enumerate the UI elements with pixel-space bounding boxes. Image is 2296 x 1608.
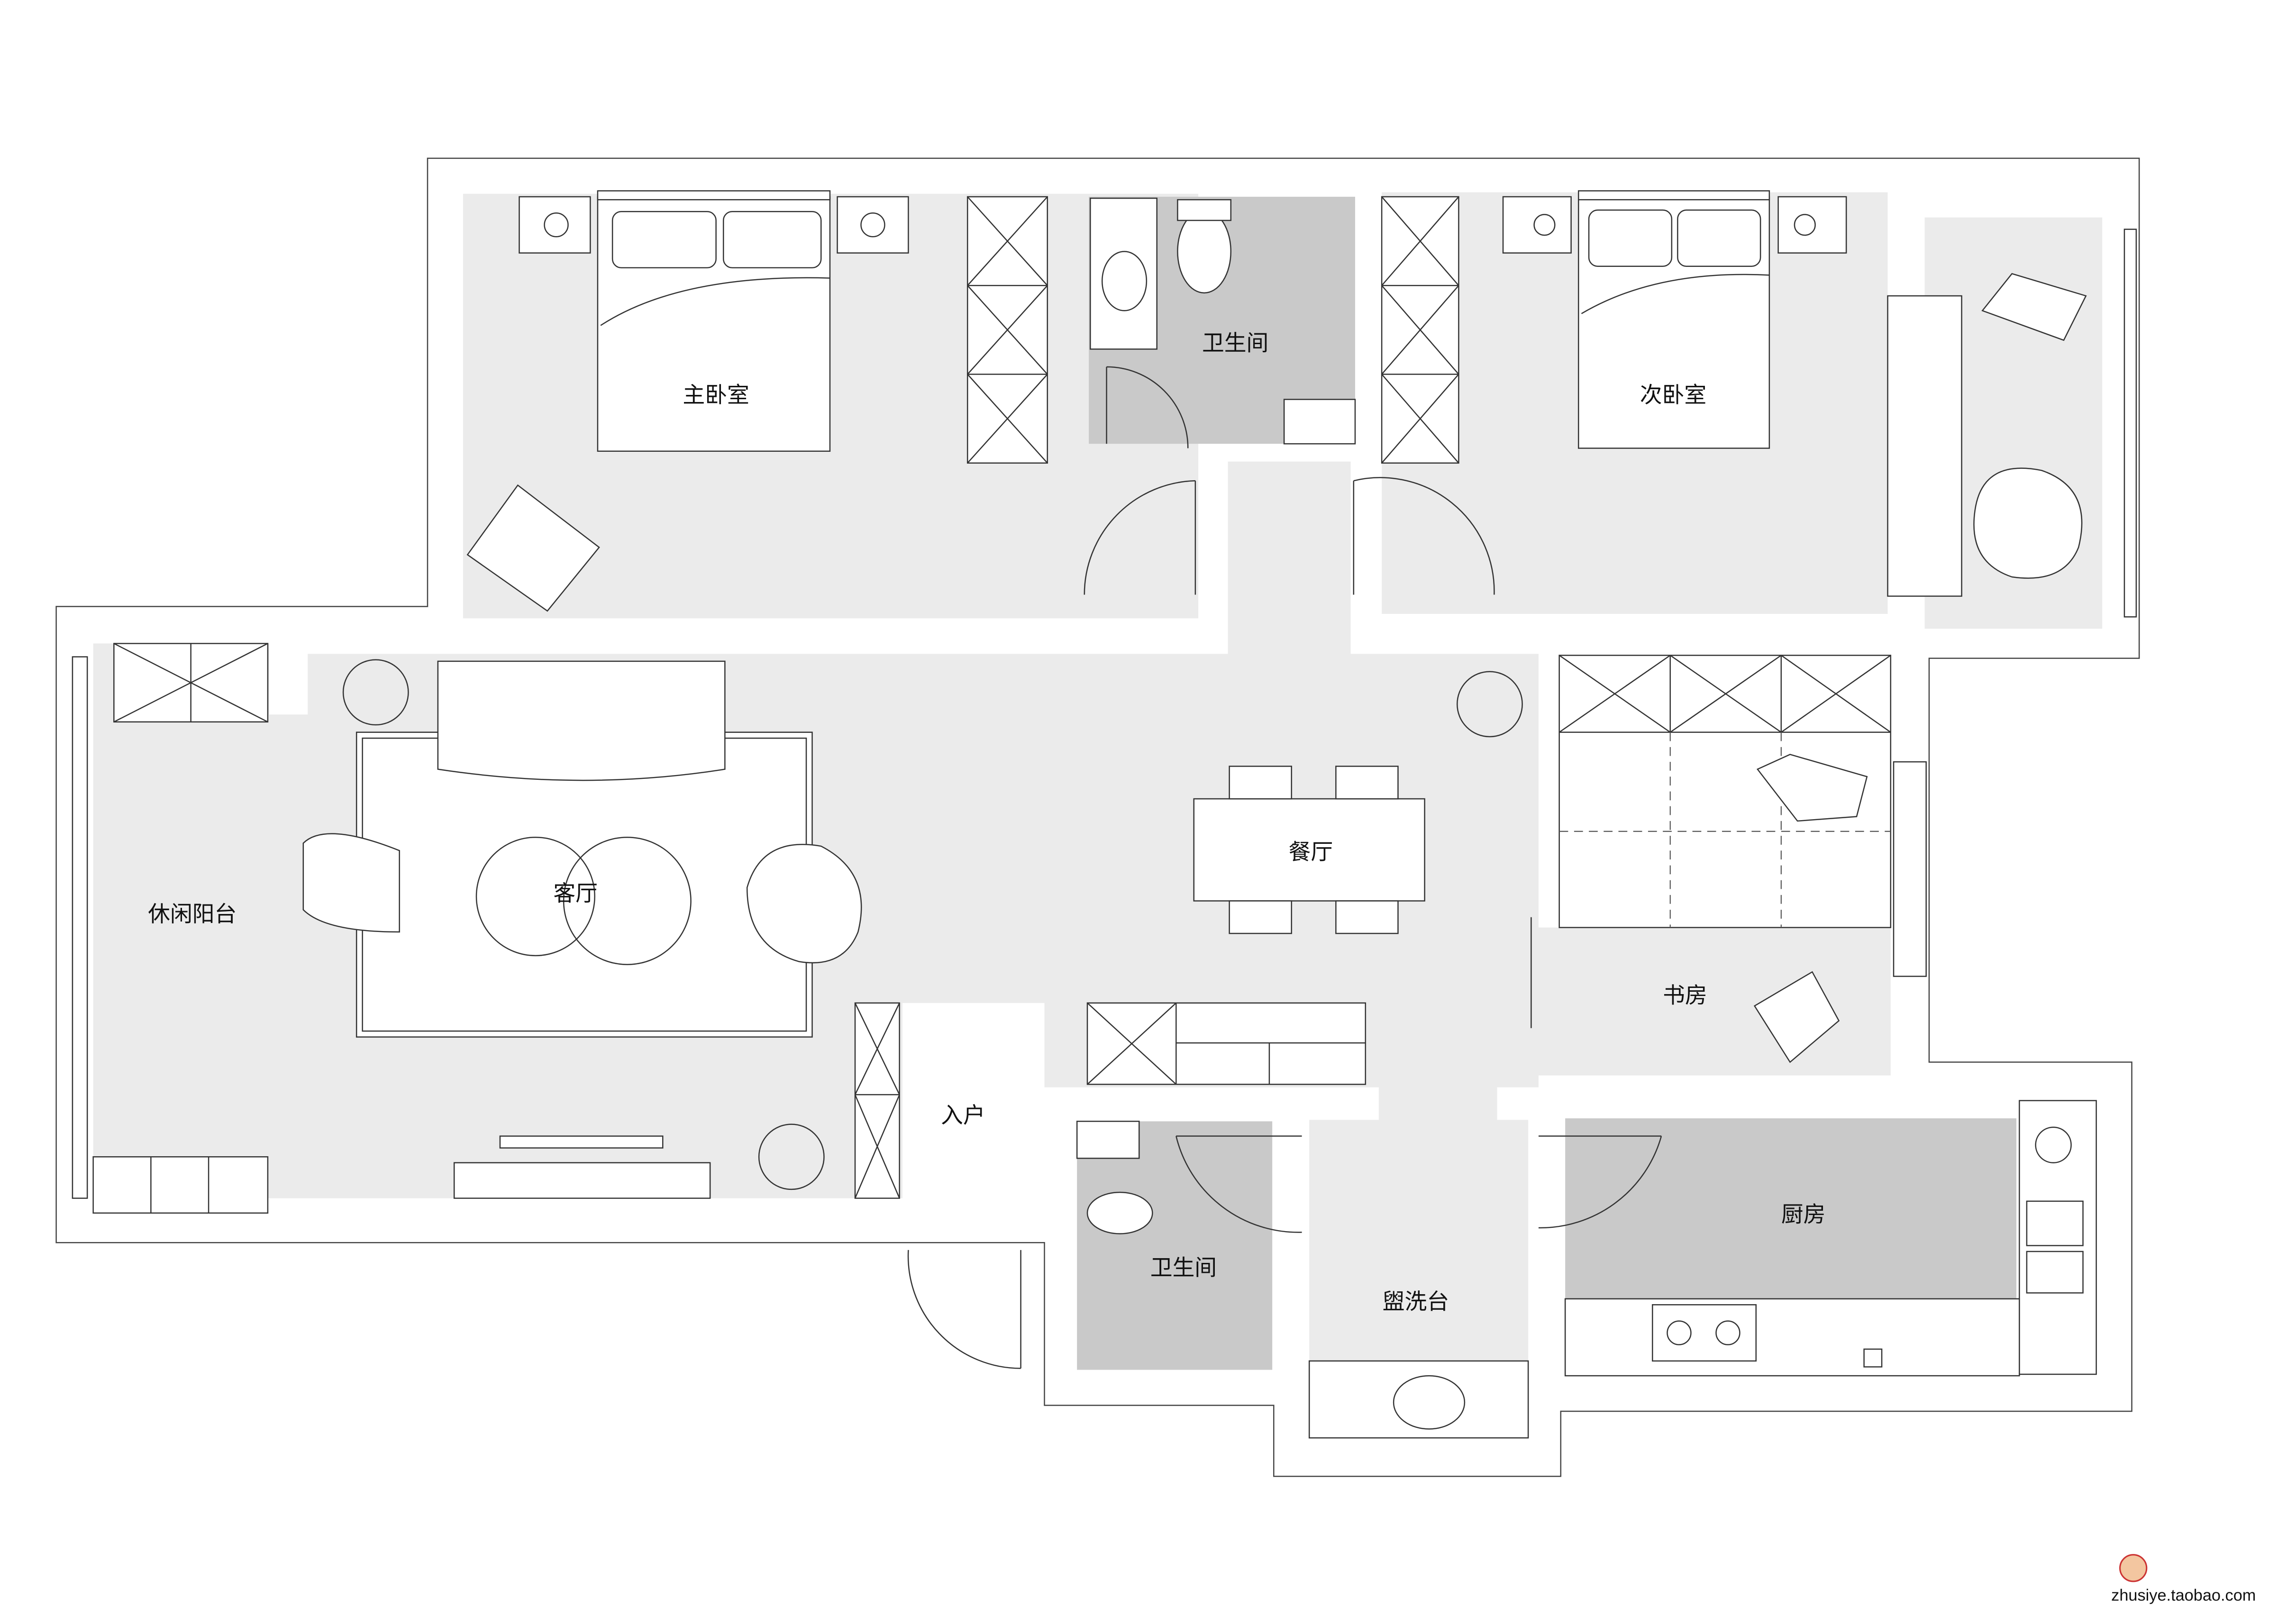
room-label-second-bedroom: 次卧室 bbox=[1640, 383, 1706, 408]
room-label-master-bedroom: 主卧室 bbox=[683, 383, 749, 408]
room-label-leisure-balcony: 休闲阳台 bbox=[148, 902, 237, 927]
study-furniture bbox=[1558, 655, 1927, 1063]
kitchen-fixtures bbox=[1564, 1100, 2097, 1377]
second-bed bbox=[1502, 190, 1847, 449]
room-label-dining-room: 餐厅 bbox=[1289, 840, 1333, 865]
wardrobe bbox=[966, 196, 1459, 464]
room-label-bathroom-1: 卫生间 bbox=[1202, 331, 1268, 356]
room-label-washbasin: 盥洗台 bbox=[1383, 1289, 1449, 1315]
room-label-living-room: 客厅 bbox=[553, 881, 598, 906]
shoe-cabinet bbox=[1086, 1002, 1367, 1085]
living-furniture bbox=[72, 643, 1523, 1214]
armchair bbox=[466, 484, 600, 612]
room-label-bathroom-2: 卫生间 bbox=[1150, 1255, 1217, 1281]
dining-table bbox=[1193, 766, 1425, 934]
room-label-study: 书房 bbox=[1663, 983, 1707, 1009]
master-bed bbox=[519, 190, 909, 452]
bathroom-fixtures-1 bbox=[1090, 197, 1356, 448]
watermark-logo bbox=[2119, 1554, 2148, 1582]
doors bbox=[907, 477, 1662, 1369]
washbasin-fixture bbox=[1308, 1360, 1529, 1439]
room-label-kitchen: 厨房 bbox=[1781, 1202, 1826, 1228]
room-label-entrance: 入户 bbox=[941, 1103, 985, 1128]
watermark-text: zhusiye.taobao.com bbox=[2111, 1586, 2256, 1604]
balcony-chairs bbox=[1887, 228, 2137, 618]
bathroom-fixtures-2 bbox=[1076, 1121, 1153, 1234]
